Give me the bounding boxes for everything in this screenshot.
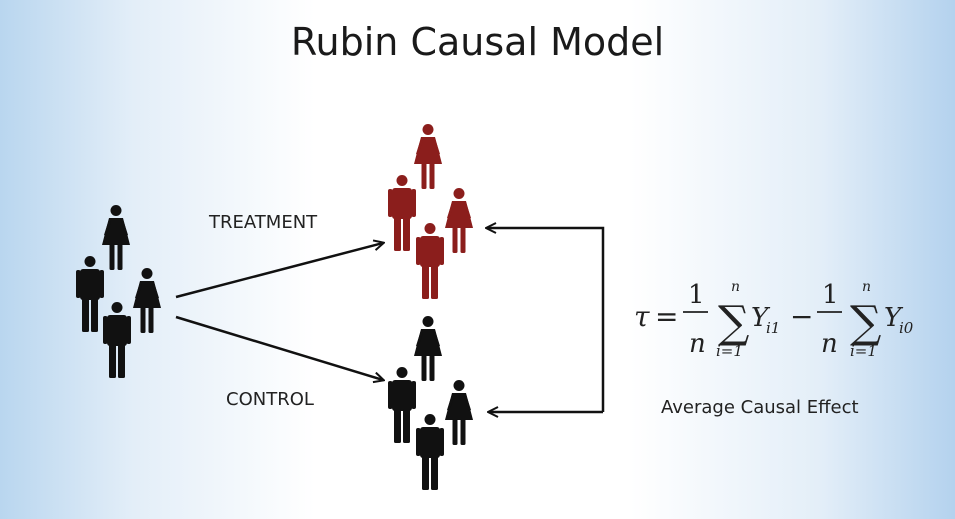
formula-sub-1: i1	[766, 319, 780, 337]
formula-upper-2: n	[862, 279, 871, 295]
man-icon	[416, 414, 444, 490]
treatment-label: TREATMENT	[209, 212, 318, 233]
diagram-title: Rubin Causal Model	[290, 20, 665, 64]
formula-y-2: Y	[884, 303, 904, 333]
formula-denominator-1: n	[689, 329, 706, 359]
control-group	[388, 316, 473, 490]
woman-icon	[445, 188, 473, 253]
formula-lower-2: i=1	[850, 342, 877, 360]
treatment-group	[388, 124, 473, 299]
formula-numerator-1: 1	[688, 280, 705, 310]
formula-sub-2: i0	[899, 319, 914, 337]
man-icon	[388, 367, 416, 443]
formula-sum-2: ∑	[850, 297, 881, 348]
man-icon	[388, 175, 416, 251]
formula-equals: =	[655, 300, 678, 333]
man-icon	[103, 302, 131, 378]
arrow-icon	[175, 243, 383, 299]
formula-tau: τ	[634, 300, 650, 333]
man-icon	[416, 223, 444, 299]
woman-icon	[445, 380, 473, 445]
woman-icon	[102, 205, 130, 270]
formula-denominator-2: n	[821, 329, 838, 359]
arrow-icon	[487, 228, 605, 412]
arrow-icon	[175, 315, 383, 380]
formula-sum-1: ∑	[718, 297, 749, 348]
control-label: CONTROL	[226, 389, 314, 410]
formula-upper-1: n	[731, 279, 740, 295]
woman-icon	[414, 124, 442, 189]
population-group	[76, 205, 161, 378]
average-causal-effect-label: Average Causal Effect	[661, 397, 859, 418]
ace-formula: τ = 1 n n ∑ i=1 Y i1 − 1 n n ∑ i=1 Y i0	[634, 279, 914, 360]
formula-y-1: Y	[751, 303, 771, 333]
formula-numerator-2: 1	[822, 280, 839, 310]
formula-lower-1: i=1	[716, 342, 743, 360]
woman-icon	[133, 268, 161, 333]
formula-minus: −	[790, 300, 813, 333]
woman-icon	[414, 316, 442, 381]
man-icon	[76, 256, 104, 332]
